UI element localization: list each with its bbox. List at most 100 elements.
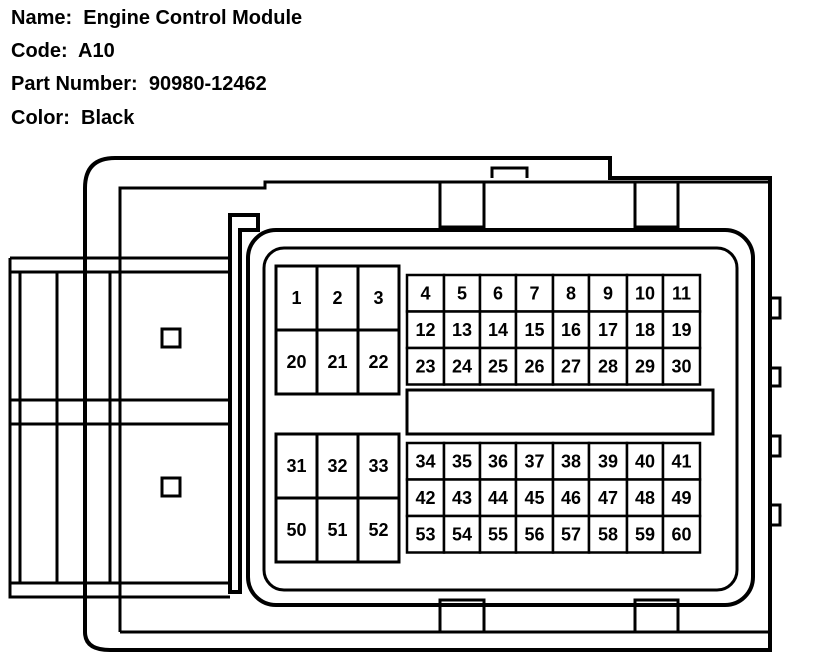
color-line: Color: Black [11,106,134,130]
pin-cavity-39 [587,441,629,481]
connector-housing [8,156,782,652]
pin-label-1: 1 [291,288,301,308]
code-label: Code: [11,40,68,62]
pin-label-19: 19 [671,320,691,340]
name-label: Name: [11,7,73,29]
pin-label-50: 50 [286,520,306,540]
color-label: Color: [11,107,70,129]
pin-cavity-53 [405,514,446,554]
pin-cavity-8 [551,273,591,313]
pin-cavity-51 [315,496,360,564]
pin-cavity-52 [356,496,401,564]
pin-cavity-54 [442,514,482,554]
pin-label-57: 57 [561,524,581,544]
pin-label-28: 28 [598,356,618,376]
pin-cavity-27 [551,346,591,386]
code-line: Code: A10 [11,39,115,63]
pin-cavity-23 [405,346,446,386]
pin-label-38: 38 [561,451,581,471]
pin-cavity-35 [442,441,482,481]
pin-label-8: 8 [566,283,576,303]
pin-cavity-49 [661,478,702,518]
pin-label-25: 25 [488,356,508,376]
name-line: Name: Engine Control Module [11,6,302,30]
pin-label-23: 23 [415,356,435,376]
pin-label-22: 22 [368,352,388,372]
pin-label-60: 60 [671,524,691,544]
pin-cavity-58 [587,514,629,554]
pin-label-24: 24 [452,356,472,376]
pin-cavity-50 [274,496,319,564]
pin-label-5: 5 [457,283,467,303]
pin-label-4: 4 [420,283,430,303]
pin-label-27: 27 [561,356,581,376]
pin-label-37: 37 [524,451,544,471]
pin-cavity-20 [274,328,319,396]
pin-label-32: 32 [327,456,347,476]
pin-cavity-19 [661,310,702,350]
pin-label-53: 53 [415,524,435,544]
pin-cavity-25 [478,346,518,386]
pin-label-43: 43 [452,488,472,508]
pin-cavity-57 [551,514,591,554]
part-number-label: Part Number: [11,73,138,95]
pin-label-46: 46 [561,488,581,508]
pin-label-44: 44 [488,488,508,508]
pin-label-13: 13 [452,320,472,340]
pin-cavity-32 [315,432,360,500]
pin-label-21: 21 [327,352,347,372]
pin-label-17: 17 [598,320,618,340]
pin-label-29: 29 [635,356,655,376]
pin-cavity-4 [405,273,446,313]
connector-name: Engine Control Module [83,7,303,29]
connector-color: Black [81,107,135,129]
pin-label-58: 58 [598,524,618,544]
pin-cavity-10 [625,273,665,313]
pin-label-45: 45 [524,488,544,508]
pin-label-7: 7 [529,283,539,303]
pin-label-16: 16 [561,320,581,340]
pin-label-6: 6 [493,283,503,303]
pin-label-55: 55 [488,524,508,544]
pin-label-54: 54 [452,524,472,544]
pin-label-56: 56 [524,524,544,544]
pin-cavity-60 [661,514,702,554]
pin-cavity-21 [315,328,360,396]
pin-label-36: 36 [488,451,508,471]
pin-label-20: 20 [286,352,306,372]
pin-cavity-59 [625,514,665,554]
pin-label-12: 12 [415,320,435,340]
pin-cavity-22 [356,328,401,396]
pin-label-3: 3 [373,288,383,308]
pin-cavity-11 [661,273,702,313]
pin-cavity-30 [661,346,702,386]
pin-label-15: 15 [524,320,544,340]
pin-cavity-6 [478,273,518,313]
pin-label-42: 42 [415,488,435,508]
pin-label-51: 51 [327,520,347,540]
pin-cavity-41 [661,441,702,481]
part-number-line: Part Number: 90980-12462 [11,72,267,96]
pin-label-40: 40 [635,451,655,471]
connector-code: A10 [78,40,115,62]
pin-label-11: 11 [672,283,691,303]
part-number: 90980-12462 [148,73,267,95]
pin-label-48: 48 [635,488,655,508]
pin-label-31: 31 [286,456,306,476]
pin-label-18: 18 [635,320,655,340]
pin-label-9: 9 [603,283,613,303]
pin-label-52: 52 [368,520,388,540]
pin-cavity-47 [587,478,629,518]
pin-label-26: 26 [524,356,544,376]
pin-label-34: 34 [415,451,435,471]
pin-label-14: 14 [488,320,508,340]
pin-label-33: 33 [368,456,388,476]
pin-label-49: 49 [671,488,691,508]
pin-label-47: 47 [598,488,618,508]
pin-label-59: 59 [635,524,655,544]
pin-label-35: 35 [452,451,472,471]
pin-label-10: 10 [635,283,655,303]
pin-label-41: 41 [671,451,691,471]
